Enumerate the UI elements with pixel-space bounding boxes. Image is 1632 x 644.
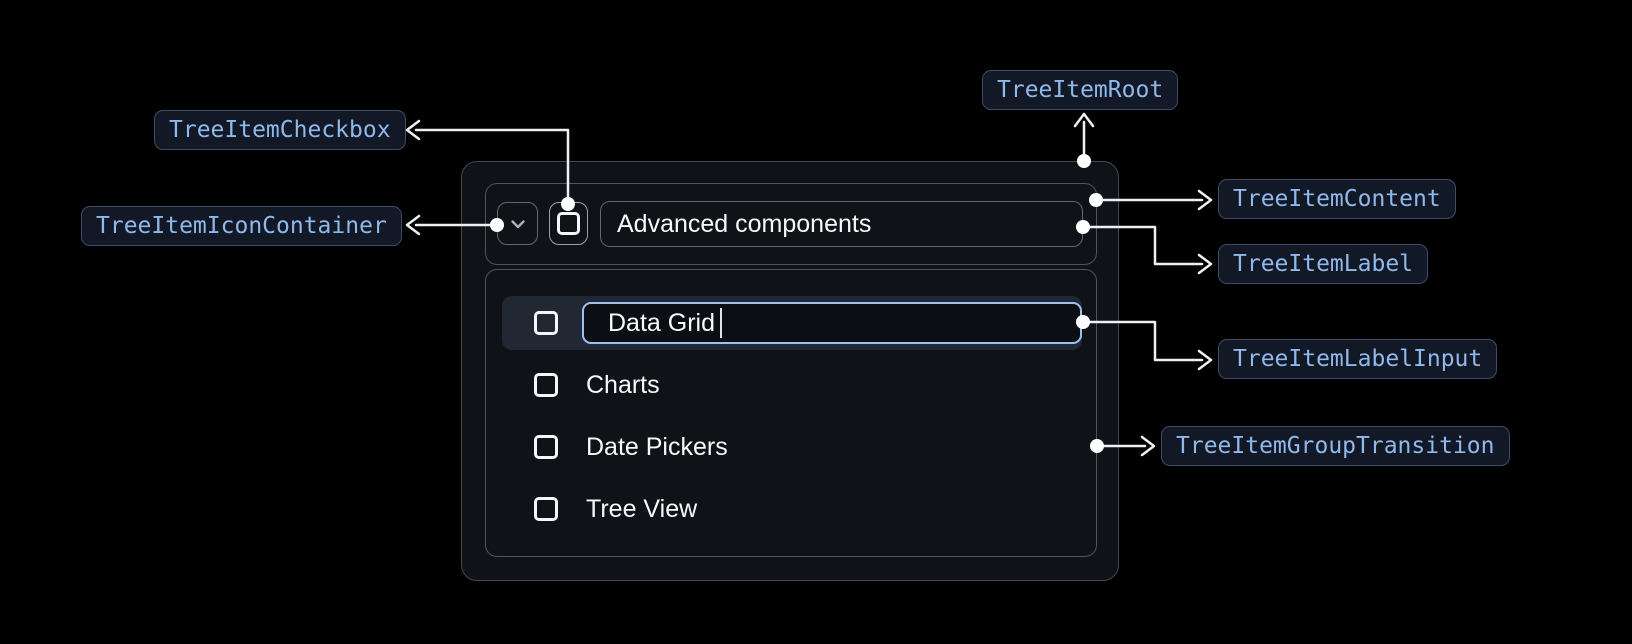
badge-label: TreeItemRoot (997, 77, 1164, 103)
badge-tree-item-label: TreeItemLabel (1218, 244, 1429, 284)
badge-label: TreeItemGroupTransition (1176, 433, 1495, 459)
tree-row-editing: Data Grid (502, 296, 1082, 350)
arrow-tree-item-root (1073, 112, 1095, 168)
badge-tree-item-checkbox: TreeItemCheckbox (154, 110, 406, 150)
checkbox-unchecked-icon[interactable] (534, 497, 558, 521)
tree-item-label-text: Advanced components (617, 209, 872, 238)
checkbox-unchecked-icon[interactable] (534, 435, 558, 459)
label-input-value: Data Grid (608, 308, 715, 337)
badge-label: TreeItemLabel (1233, 251, 1414, 277)
checkbox-unchecked-icon[interactable] (534, 373, 558, 397)
badge-label: TreeItemIconContainer (96, 213, 387, 239)
tree-row-label: Charts (586, 370, 660, 399)
badge-label: TreeItemContent (1233, 186, 1441, 212)
tree-row-label: Tree View (586, 494, 698, 523)
text-caret (719, 308, 722, 338)
tree-row[interactable]: Charts (502, 358, 1082, 412)
tree-item-icon-container[interactable] (497, 202, 538, 245)
chevron-down-icon (510, 219, 525, 228)
checkbox-unchecked-icon (557, 212, 580, 235)
checkbox-unchecked-icon[interactable] (534, 311, 558, 335)
tree-item-root (461, 161, 1119, 581)
tree-item-group-transition: Data Grid Charts Date Pickers Tree View (485, 269, 1097, 557)
tree-item-label[interactable]: Advanced components (600, 201, 1083, 247)
tree-item-label-input[interactable]: Data Grid (582, 302, 1082, 344)
tree-item-checkbox[interactable] (549, 202, 588, 245)
badge-label: TreeItemLabelInput (1233, 346, 1483, 372)
badge-tree-item-icon-container: TreeItemIconContainer (81, 206, 402, 246)
tree-row[interactable]: Tree View (502, 482, 1082, 536)
badge-label: TreeItemCheckbox (169, 117, 391, 143)
badge-tree-item-group-transition: TreeItemGroupTransition (1161, 426, 1510, 466)
tree-row[interactable]: Date Pickers (502, 420, 1082, 474)
badge-tree-item-root: TreeItemRoot (982, 70, 1179, 110)
badge-tree-item-content: TreeItemContent (1218, 179, 1456, 219)
badge-tree-item-label-input: TreeItemLabelInput (1218, 339, 1498, 379)
tree-row-label: Date Pickers (586, 432, 728, 461)
